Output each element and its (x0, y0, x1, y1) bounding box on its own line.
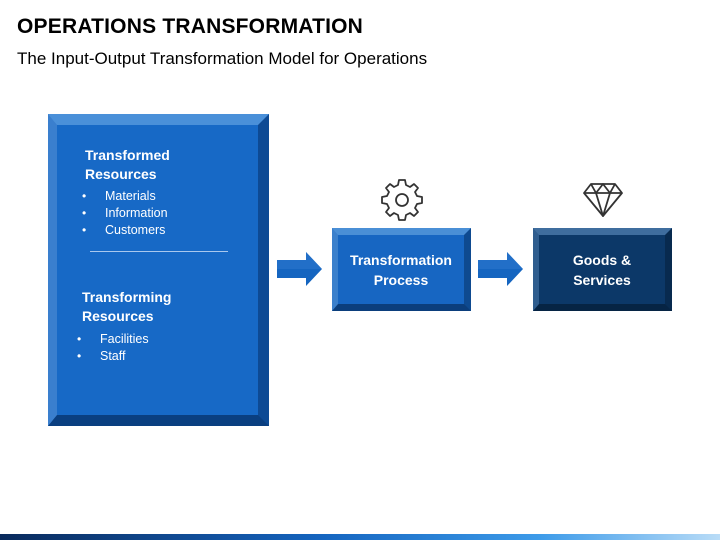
list-item: Facilities (77, 331, 149, 348)
list-item: Information (82, 205, 168, 222)
inputs-box: Transformed Resources Materials Informat… (48, 114, 269, 426)
transformed-resources-list: Materials Information Customers (82, 188, 168, 239)
bottom-accent-bar (0, 534, 720, 540)
goods-services-label: Goods & Services (572, 252, 632, 288)
arrow-right-icon (277, 252, 322, 286)
goods-services-face: Goods & Services (539, 235, 665, 304)
transforming-resources-title: Transforming Resources (82, 289, 172, 324)
list-item: Staff (77, 348, 149, 365)
page-title: OPERATIONS TRANSFORMATION (17, 15, 364, 38)
transformation-process-label: Transformation Process (350, 252, 452, 288)
goods-services-box: Goods & Services (533, 228, 672, 311)
transformation-process-box: Transformation Process (332, 228, 471, 311)
gear-icon (381, 179, 423, 221)
arrow-right-icon (478, 252, 523, 286)
list-item: Customers (82, 222, 168, 239)
transformation-process-face: Transformation Process (338, 235, 464, 304)
list-item: Materials (82, 188, 168, 205)
diamond-icon (583, 183, 623, 217)
transforming-resources-list: Facilities Staff (77, 331, 149, 365)
transformed-resources-title: Transformed Resources (85, 147, 170, 182)
page-subtitle: The Input-Output Transformation Model fo… (17, 49, 428, 68)
divider (90, 251, 228, 252)
inputs-box-face: Transformed Resources Materials Informat… (57, 125, 258, 415)
